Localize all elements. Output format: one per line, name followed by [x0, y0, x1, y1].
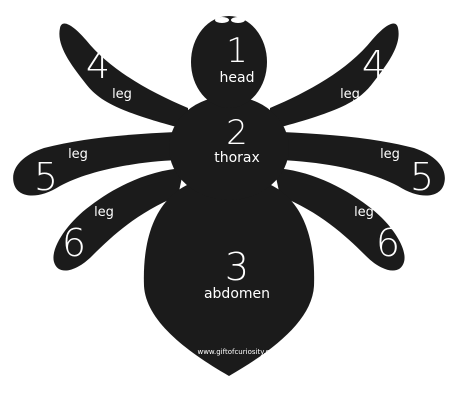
leg-upper-left	[59, 24, 188, 130]
abdomen-number: 3	[225, 245, 249, 289]
leg-upper-left-label: leg	[112, 87, 132, 102]
credit-text: www.giftofcuriosity.com	[197, 348, 280, 356]
leg-middle-right-number: 5	[410, 155, 434, 199]
leg-middle-left-label: leg	[68, 147, 88, 162]
leg-middle-left-number: 5	[34, 155, 58, 199]
head-label: head	[220, 70, 255, 86]
head-number: 1	[226, 31, 248, 71]
leg-lower-left-label: leg	[94, 205, 114, 220]
eye-left	[215, 17, 229, 23]
thorax-label: thorax	[214, 150, 260, 166]
leg-lower-right-label: leg	[354, 205, 374, 220]
leg-lower-left-number: 6	[62, 221, 86, 265]
leg-upper-right-label: leg	[340, 87, 360, 102]
leg-upper-left-number: 4	[86, 43, 110, 87]
leg-lower-right-number: 6	[376, 221, 400, 265]
leg-middle-right-label: leg	[380, 147, 400, 162]
thorax-number: 2	[226, 113, 248, 153]
abdomen-label: abdomen	[204, 286, 270, 302]
leg-upper-right-number: 4	[362, 43, 386, 87]
eye-right	[231, 17, 245, 23]
